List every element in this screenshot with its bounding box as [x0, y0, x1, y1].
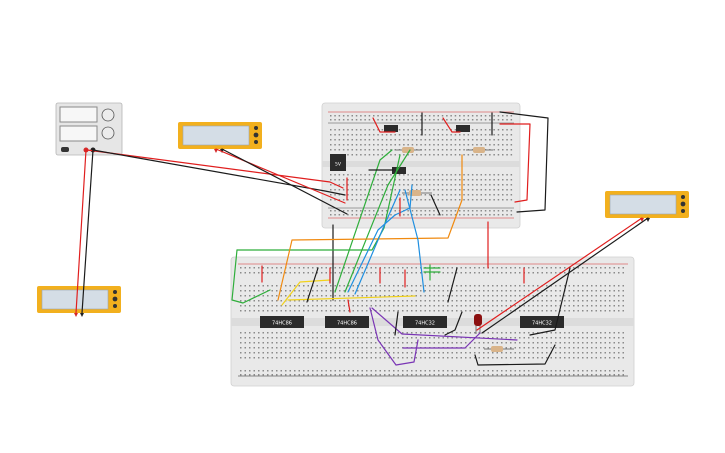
breadboard-lower-holes [240, 267, 624, 376]
multimeter-right[interactable] [605, 191, 689, 222]
breadboard-upper [321, 102, 521, 229]
upper-board-ics[interactable] [384, 125, 470, 174]
ic-chip-3 [403, 316, 447, 328]
ic-chip-4 [520, 316, 564, 328]
ic-chip-2 [325, 316, 369, 328]
ic-chip-2-label: 74HC86 [337, 321, 357, 327]
power-supply-icon[interactable] [55, 102, 123, 156]
multimeter-left[interactable] [37, 286, 121, 317]
breadboard-upper-holes [330, 115, 513, 216]
voltage-regulator[interactable]: 5V [330, 154, 346, 171]
multimeter-supply[interactable] [178, 122, 262, 153]
ic-chip-4-label: 74HC32 [532, 321, 552, 327]
wires[interactable] [75, 111, 649, 366]
lower-board-ics[interactable]: 74HC86 74HC86 74HC32 74HC32 [260, 316, 564, 328]
regulator-label: 5V [335, 162, 342, 168]
ic-chip-1 [260, 316, 304, 328]
led[interactable] [474, 314, 482, 334]
ic-chip-1-label: 74HC86 [272, 321, 292, 327]
ic-chip-3-label: 74HC32 [415, 321, 435, 327]
